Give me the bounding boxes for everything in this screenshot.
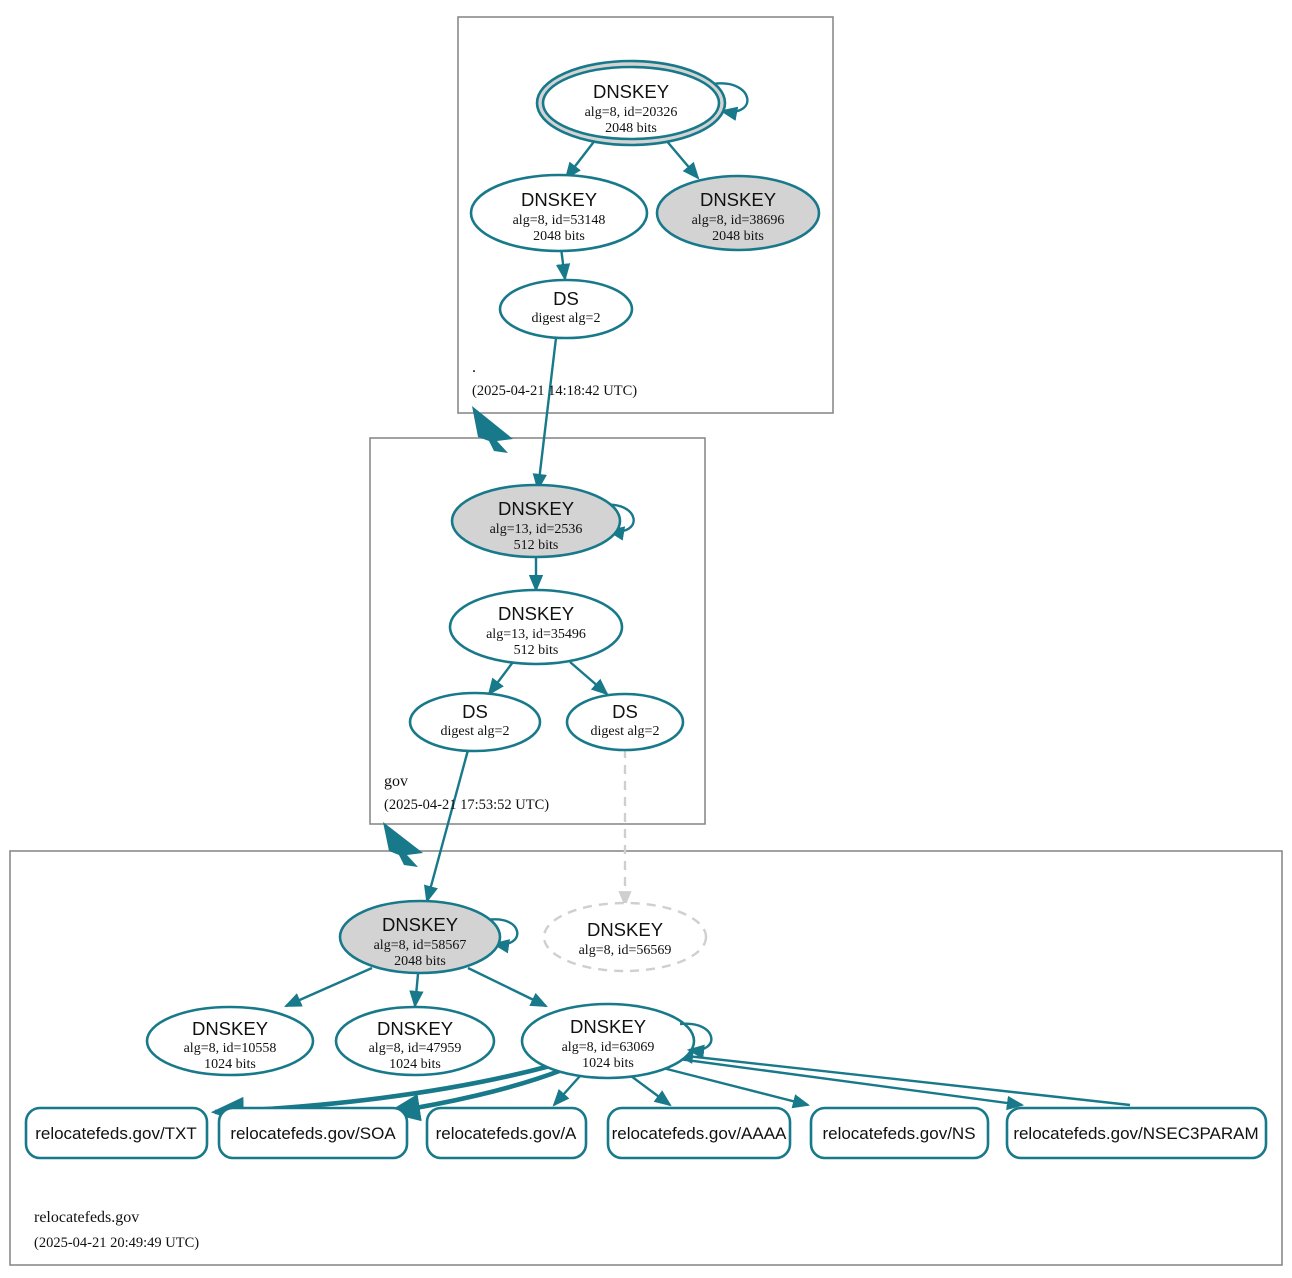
node-params: digest alg=2 [441,724,510,739]
rrset-aaaa[interactable]: relocatefeds.gov/AAAA [606,1106,792,1160]
node-bits: 1024 bits [389,1057,441,1072]
node-title: DNSKEY [593,81,669,102]
rrset-label: relocatefeds.gov/A [436,1124,577,1143]
edge-leaf-ksk-to-dnskey-47959 [409,973,424,1009]
node-root-dnskey-38696[interactable]: DNSKEY alg=8, id=38696 2048 bits [655,174,821,252]
edge-rrset-nsec3param-to-dnskey63069 [675,1049,1131,1107]
node-params: alg=8, id=63069 [562,1040,655,1055]
node-title: DNSKEY [700,189,776,210]
node-title: DS [553,288,579,309]
node-title: DNSKEY [498,498,574,519]
zone-label-root: . [472,359,476,376]
edge-dnskey63069-to-rrset-a [552,1075,581,1107]
edge-root-ds-to-gov-dnskey [532,337,558,492]
node-root-ksk-20326[interactable]: DNSKEY alg=8, id=20326 2048 bits [535,59,727,147]
zone-label-gov: gov [384,773,408,790]
rrset-label: relocatefeds.gov/SOA [230,1124,396,1143]
edge-root-ksk-to-zsk38696 [664,138,700,180]
node-params: alg=8, id=53148 [513,213,606,228]
rrset-ns[interactable]: relocatefeds.gov/NS [809,1106,990,1160]
rrset-label: relocatefeds.gov/NS [822,1124,975,1143]
edge-leaf-ksk-selfsign [486,918,519,954]
node-title: DNSKEY [521,189,597,210]
edge-root-ksk-selfsign [712,82,749,121]
edge-gov-zsk-to-ds1 [487,661,514,696]
rrset-a[interactable]: relocatefeds.gov/A [425,1106,588,1160]
rrset-txt[interactable]: relocatefeds.gov/TXT [24,1106,209,1160]
node-params: alg=8, id=58567 [374,938,467,953]
rrset-nsec3param[interactable]: relocatefeds.gov/NSEC3PARAM [1005,1106,1268,1160]
zone-label-relocatefeds: relocatefeds.gov [34,1209,139,1226]
edge-gov-zsk-to-ds2 [569,661,609,696]
node-leaf-insecure-dnskey-56569[interactable]: DNSKEY alg=8, id=56569 [542,901,708,973]
node-params: alg=8, id=20326 [585,105,678,120]
rrset-label: relocatefeds.gov/AAAA [612,1124,787,1143]
node-title: DNSKEY [587,919,663,940]
node-params: alg=8, id=56569 [579,943,672,958]
node-title: DS [462,701,488,722]
node-params: alg=13, id=35496 [486,627,586,642]
node-title: DNSKEY [377,1018,453,1039]
node-bits: 1024 bits [204,1057,256,1072]
zone-transition-chevron-root-gov [472,406,513,453]
edge-dnskey63069-to-rrset-soa [386,1067,563,1122]
zone-transition-chevron-gov-leaf [383,822,423,867]
node-title: DNSKEY [382,914,458,935]
node-leaf-ksk-58567[interactable]: DNSKEY alg=8, id=58567 2048 bits [338,899,502,975]
node-params: alg=8, id=47959 [369,1041,462,1056]
node-title: DS [612,701,638,722]
node-title: DNSKEY [498,603,574,624]
edge-root-ksk-to-zsk53148 [564,138,597,180]
node-leaf-dnskey-10558[interactable]: DNSKEY alg=8, id=10558 1024 bits [145,1005,315,1077]
node-params: alg=13, id=2536 [490,522,583,537]
node-bits: 2048 bits [533,229,585,244]
node-gov-ds-2[interactable]: DS digest alg=2 [565,692,685,752]
node-bits: 2048 bits [712,229,764,244]
node-params: alg=8, id=38696 [692,213,785,228]
node-title: DNSKEY [192,1018,268,1039]
node-bits: 2048 bits [394,954,446,969]
edge-leaf-ksk-to-dnskey-63069 [467,966,548,1008]
node-bits: 1024 bits [582,1056,634,1071]
node-gov-ds-1[interactable]: DS digest alg=2 [408,691,542,753]
rrset-label: relocatefeds.gov/TXT [35,1124,197,1143]
node-params: alg=8, id=10558 [184,1041,277,1056]
edge-dnskey63069-to-rrset-aaaa [630,1075,672,1107]
node-params: digest alg=2 [591,724,660,739]
node-bits: 512 bits [514,643,559,658]
rrset-label: relocatefeds.gov/NSEC3PARAM [1013,1124,1258,1143]
node-gov-dnskey-35496[interactable]: DNSKEY alg=13, id=35496 512 bits [448,588,624,666]
edge-leaf-ksk-to-dnskey-10558 [284,966,373,1008]
edge-dnskey63069-to-rrset-nsec3param [663,1055,1025,1111]
node-root-ds[interactable]: DS digest alg=2 [498,278,634,340]
node-leaf-dnskey-47959[interactable]: DNSKEY alg=8, id=47959 1024 bits [334,1005,496,1077]
edge-root-zsk53148-to-ds [555,247,571,282]
node-root-dnskey-53148[interactable]: DNSKEY alg=8, id=53148 2048 bits [469,173,649,253]
zone-timestamp-root: (2025-04-21 14:18:42 UTC) [472,383,637,399]
rrset-soa[interactable]: relocatefeds.gov/SOA [217,1106,409,1160]
node-params: digest alg=2 [532,311,601,326]
node-bits: 512 bits [514,538,559,553]
node-gov-ksk-2536[interactable]: DNSKEY alg=13, id=2536 512 bits [450,483,622,559]
node-leaf-dnskey-63069[interactable]: DNSKEY alg=8, id=63069 1024 bits [520,1002,696,1080]
zone-timestamp-relocatefeds: (2025-04-21 20:49:49 UTC) [34,1235,199,1251]
node-bits: 2048 bits [605,121,657,136]
edge-gov-ds1-to-leaf-dnskey [424,749,470,904]
zone-timestamp-gov: (2025-04-21 17:53:52 UTC) [384,797,549,813]
node-title: DNSKEY [570,1016,646,1037]
edge-leaf-dnskey63069-selfsign [679,1022,713,1059]
edge-dnskey63069-to-rrset-ns [654,1064,811,1109]
